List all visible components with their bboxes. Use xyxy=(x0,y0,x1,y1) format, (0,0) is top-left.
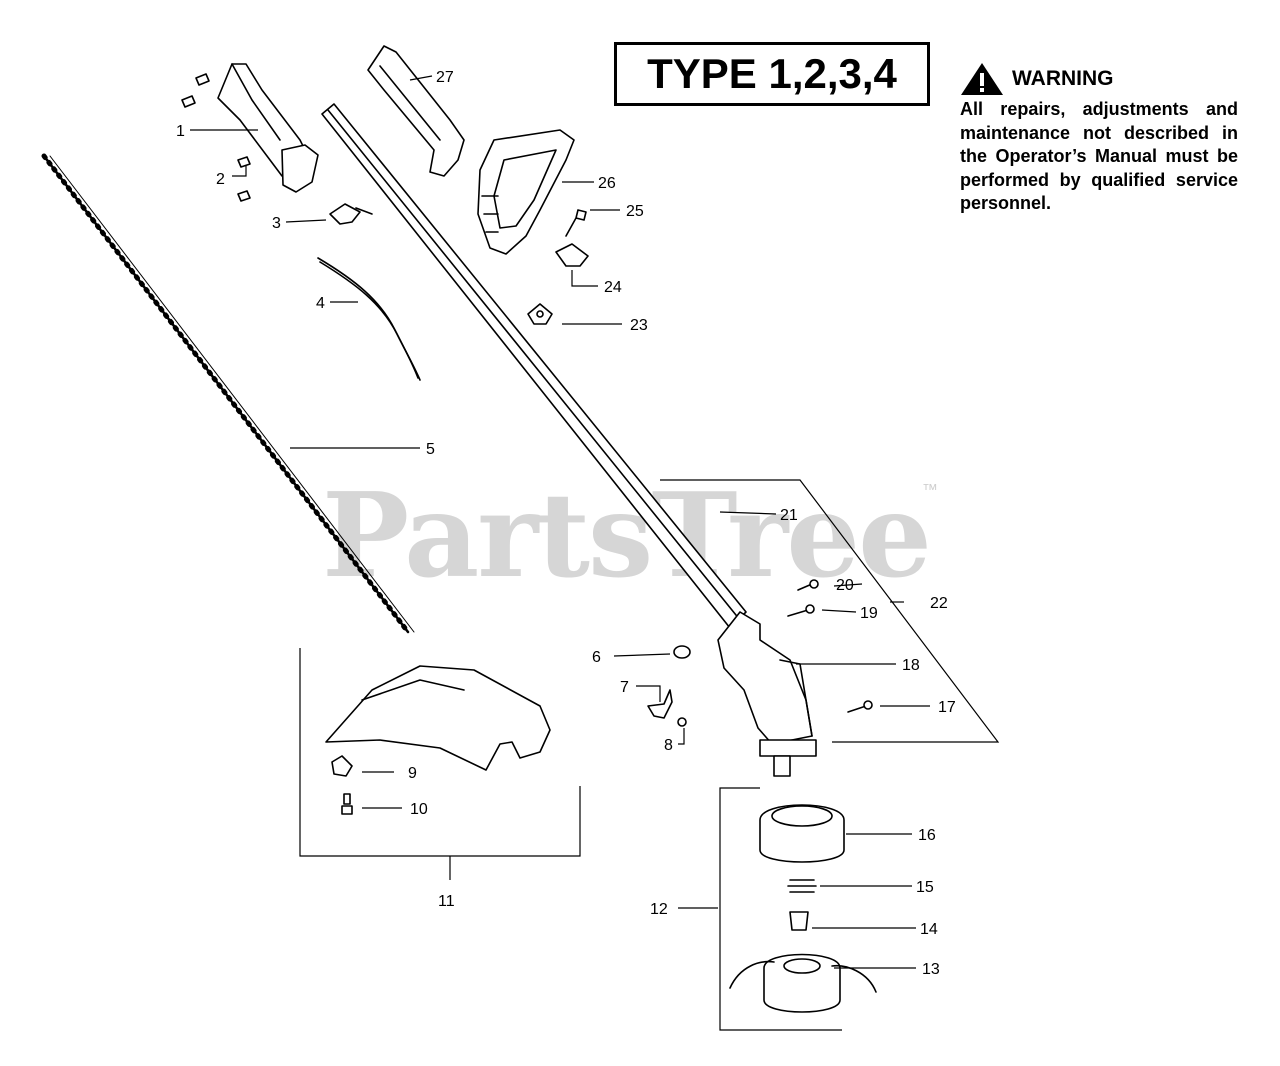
callout-4: 4 xyxy=(316,295,325,312)
callout-5: 5 xyxy=(426,441,435,458)
callout-16: 16 xyxy=(918,827,936,844)
callout-6: 6 xyxy=(592,649,601,666)
callout-23: 23 xyxy=(630,317,648,334)
part-nut xyxy=(527,303,553,325)
callout-13: 13 xyxy=(922,961,940,978)
callout-15: 15 xyxy=(916,879,934,896)
callout-2: 2 xyxy=(216,171,225,188)
callout-3: 3 xyxy=(272,215,281,232)
part-switch xyxy=(329,203,361,225)
callout-12: 12 xyxy=(650,901,668,918)
callout-1: 1 xyxy=(176,123,185,140)
callout-14: 14 xyxy=(920,921,938,938)
callout-26: 26 xyxy=(598,175,616,192)
part-spool-cover xyxy=(759,804,845,863)
callout-22: 22 xyxy=(930,595,948,612)
warning-heading: WARNING xyxy=(1012,67,1114,90)
warning-block: WARNING All repairs, adjustments and mai… xyxy=(960,62,1238,216)
part-shield-screw xyxy=(341,793,353,815)
part-spring xyxy=(787,879,817,893)
part-spool xyxy=(763,953,841,1013)
part-bracket-7 xyxy=(647,689,673,719)
part-clamp xyxy=(555,243,589,267)
callout-10: 10 xyxy=(410,801,428,818)
callout-7: 7 xyxy=(620,679,629,696)
callout-19: 19 xyxy=(860,605,878,622)
type-label-box: TYPE 1,2,3,4 xyxy=(614,42,930,106)
watermark-trademark: ™ xyxy=(922,482,938,499)
warning-header: WARNING xyxy=(960,62,1238,96)
callout-21: 21 xyxy=(780,507,798,524)
callout-20: 20 xyxy=(836,577,854,594)
part-head-ring xyxy=(759,739,817,757)
callout-17: 17 xyxy=(938,699,956,716)
part-washer-8 xyxy=(677,717,687,727)
part-shield xyxy=(325,665,551,771)
warning-triangle-icon xyxy=(961,63,1003,95)
callout-9: 9 xyxy=(408,765,417,782)
part-spacer xyxy=(673,645,691,659)
part-eyelet xyxy=(789,911,809,931)
part-shield-clip xyxy=(331,755,353,777)
part-bolt-25 xyxy=(565,209,587,237)
callout-24: 24 xyxy=(604,279,622,296)
warning-text: All repairs, adjustments and maintenance… xyxy=(960,99,1238,213)
part-throttle-cable xyxy=(317,257,419,379)
callout-27: 27 xyxy=(436,69,454,86)
part-handle-clip xyxy=(281,144,319,193)
callout-8: 8 xyxy=(664,737,673,754)
callout-11: 11 xyxy=(438,893,455,910)
callout-18: 18 xyxy=(902,657,920,674)
part-gear-housing xyxy=(717,611,813,745)
callout-25: 25 xyxy=(626,203,644,220)
